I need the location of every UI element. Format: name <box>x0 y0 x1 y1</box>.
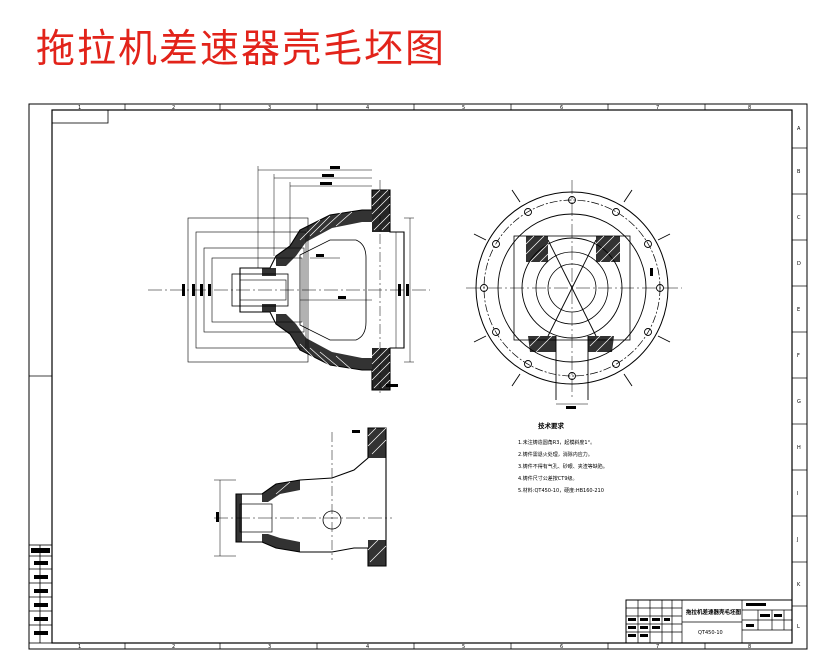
partial-view-hatching <box>236 428 386 566</box>
zone-col-top: 7 <box>656 105 659 111</box>
zone-row: B <box>797 169 801 175</box>
zone-col-bottom: 3 <box>268 644 271 650</box>
zone-col-top: 1 <box>78 105 81 111</box>
zone-col-top: 2 <box>172 105 175 111</box>
tech-requirement-item: 1.未注铸造圆角R3，起模斜度1°。 <box>518 439 595 446</box>
end-view-dimension-labels <box>566 268 653 409</box>
title-block-drawing-name: 拖拉机差速器壳毛坯图 <box>686 608 742 616</box>
tech-requirements-title: 技术要求 <box>538 421 565 430</box>
title-block-material: QT450-10 <box>698 630 723 636</box>
tech-requirement-item: 4.铸件尺寸公差按CT9级。 <box>518 475 578 482</box>
tech-requirements: 技术要求 1.未注铸造圆角R3，起模斜度1°。 2.铸件需退火处理，消除内应力。… <box>518 421 608 494</box>
title-block <box>625 599 793 644</box>
main-view-hatching <box>262 190 390 390</box>
column-dividers <box>124 104 706 649</box>
zone-row: H <box>797 445 801 451</box>
zone-row: L <box>797 624 800 630</box>
page-title: 拖拉机差速器壳毛坯图 <box>36 27 447 72</box>
zone-row: F <box>797 353 800 359</box>
tech-requirement-item: 2.铸件需退火处理，消除内应力。 <box>518 451 593 458</box>
binding-strip-table <box>28 544 53 644</box>
outer-border <box>28 103 808 650</box>
zone-col-bottom: 8 <box>748 644 751 650</box>
zone-row: C <box>797 215 801 221</box>
tech-requirement-item: 3.铸件不得有气孔、砂眼、夹渣等缺陷。 <box>518 463 608 470</box>
partial-hatch-stripes <box>275 427 387 563</box>
zone-labels-top: 1 2 3 4 5 6 7 8 <box>78 105 751 111</box>
zone-row: K <box>797 582 801 588</box>
main-view-dimension-labels <box>182 166 409 387</box>
zone-col-bottom: 2 <box>172 644 175 650</box>
drawing-code-box <box>51 109 109 124</box>
tech-requirement-item: 5.材料:QT450-10，硬度:HB160-210 <box>518 487 604 494</box>
zone-col-bottom: 6 <box>560 644 563 650</box>
zone-col-bottom: 7 <box>656 644 659 650</box>
end-view-hatching <box>526 236 620 352</box>
partial-view-dimension-labels <box>216 430 360 522</box>
title-block-fill <box>628 603 782 637</box>
end-view-hatch-stripes <box>525 235 621 353</box>
zone-labels-rows: A B C D E F G H I J K L <box>796 126 801 630</box>
zone-col-top: 6 <box>560 105 563 111</box>
zone-row: G <box>797 399 801 405</box>
zone-row: A <box>797 126 801 132</box>
zone-row: J <box>796 537 798 543</box>
end-view <box>466 180 682 405</box>
zone-labels-bottom: 1 2 3 4 5 6 7 8 <box>78 644 751 650</box>
zone-col-top: 8 <box>748 105 751 111</box>
zone-row: D <box>797 261 801 267</box>
binding-strip-cells <box>31 548 50 635</box>
main-hatch-stripes <box>299 189 391 389</box>
zone-col-top: 4 <box>366 105 369 111</box>
zone-col-bottom: 5 <box>462 644 465 650</box>
row-dividers <box>792 147 807 607</box>
main-view-dimensions <box>257 166 414 363</box>
zone-row: I <box>797 491 798 497</box>
zone-row: E <box>797 307 800 313</box>
inner-frame <box>51 109 793 644</box>
zone-col-top: 5 <box>462 105 465 111</box>
zone-col-bottom: 1 <box>78 644 81 650</box>
zone-col-bottom: 4 <box>366 644 369 650</box>
zone-col-top: 3 <box>268 105 271 111</box>
